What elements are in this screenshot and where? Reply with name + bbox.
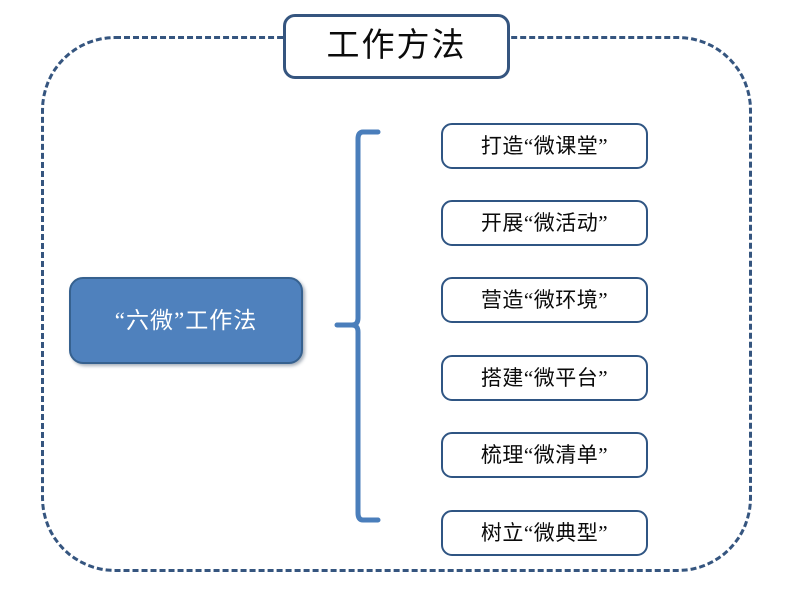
- branch-item-box: 搭建“微平台”: [441, 355, 648, 401]
- branch-item-label: 梳理“微清单”: [480, 442, 609, 467]
- branch-item-label: 开展“微活动”: [480, 210, 609, 235]
- branch-item-label: 搭建“微平台”: [480, 365, 609, 390]
- root-node-six-wei-method: “六微”工作法: [69, 277, 303, 364]
- branch-item-box: 树立“微典型”: [441, 510, 648, 556]
- diagram-title-box: 工作方法: [283, 14, 510, 79]
- branch-item-label: 树立“微典型”: [480, 520, 609, 545]
- root-node-label: “六微”工作法: [114, 308, 258, 333]
- branch-item-box: 打造“微课堂”: [441, 123, 648, 169]
- branch-item-box: 开展“微活动”: [441, 200, 648, 246]
- page-title: 工作方法: [326, 28, 467, 64]
- branch-item-box: 营造“微环境”: [441, 277, 648, 323]
- branch-item-box: 梳理“微清单”: [441, 432, 648, 478]
- branch-item-label: 营造“微环境”: [480, 287, 609, 312]
- branch-item-label: 打造“微课堂”: [480, 133, 609, 158]
